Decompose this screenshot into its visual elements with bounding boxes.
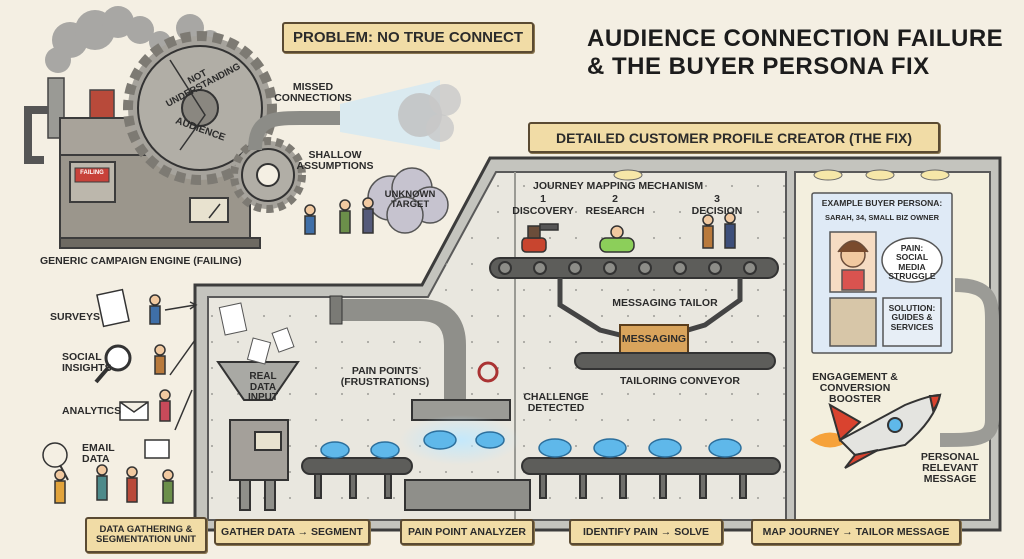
real-data-input-label: REAL DATA INPUT	[248, 371, 278, 403]
ceiling-lights	[613, 169, 950, 181]
unknown-target-label: UNKNOWN TARGET	[384, 189, 436, 210]
bottom-banner-map-tailor: MAP JOURNEY → TAILOR MESSAGE	[751, 519, 961, 545]
problem-banner: PROBLEM: NO TRUE CONNECT	[282, 22, 534, 53]
main-title: AUDIENCE CONNECTION FAILURE & THE BUYER …	[587, 25, 1003, 82]
messaging-box	[619, 324, 689, 356]
stage-1-number: 1	[540, 193, 546, 205]
data-funnel	[216, 361, 300, 511]
missed-connections-label: MISSED CONNECTIONS	[274, 81, 352, 105]
tailoring-conveyor-belt	[574, 352, 776, 370]
output-pipe	[939, 278, 999, 447]
unknown-target-cloud	[367, 167, 449, 234]
engine-plate: FAILING	[80, 170, 104, 176]
tailoring-conveyor-label: TAILORING CONVEYOR	[620, 375, 740, 387]
challenge-detected-label: CHALLENGE DETECTED	[523, 391, 589, 415]
messaging-tailor-arms	[557, 278, 743, 338]
pain-point-analyzer-machine	[404, 399, 531, 511]
messaging-tailor-label: MESSAGING TAILOR	[612, 297, 718, 309]
data-source-people	[42, 288, 171, 481]
analyzer-glow	[400, 415, 520, 465]
data-drops	[320, 430, 742, 459]
factory-building	[193, 156, 1002, 532]
persona-solution: SOLUTION: GUIDES & SERVICES	[888, 303, 936, 332]
bottom-banner-pain-analyzer: PAIN POINT ANALYZER	[400, 519, 534, 545]
leaking-pipe	[248, 80, 461, 151]
journey-title: JOURNEY MAPPING MECHANISM	[533, 180, 704, 192]
stage-3-label: DECISION	[691, 205, 743, 217]
data-people-crowd	[54, 464, 174, 504]
title-line-2: & THE BUYER PERSONA FIX	[587, 53, 930, 81]
stage-2-label: RESEARCH	[585, 205, 645, 217]
bottom-banner-data-gathering: DATA GATHERING & SEGMENTATION UNIT	[85, 517, 207, 553]
source-email-data: EMAIL DATA	[82, 442, 115, 466]
title-line-1: AUDIENCE CONNECTION FAILURE	[587, 25, 1004, 52]
stage-3-number: 3	[714, 193, 720, 205]
personal-message-label: PERSONAL RELEVANT MESSAGE	[920, 451, 980, 486]
lower-conveyors	[301, 457, 781, 499]
source-arrows	[164, 301, 198, 431]
engine-label: GENERIC CAMPAIGN ENGINE (FAILING)	[40, 255, 242, 267]
stage-1-label: DISCOVERY	[512, 205, 574, 217]
fix-banner: DETAILED CUSTOMER PROFILE CREATOR (THE F…	[528, 122, 940, 153]
source-analytics: ANALYTICS	[62, 405, 122, 417]
bottom-banner-identify-solve: IDENTIFY PAIN → SOLVE	[569, 519, 723, 545]
source-surveys: SURVEYS	[50, 311, 100, 323]
journey-figures	[521, 212, 736, 253]
engagement-booster-label: ENGAGEMENT & CONVERSION BOOSTER	[812, 371, 898, 406]
persona-header: EXAMPLE BUYER PERSONA:	[821, 198, 943, 208]
persona-pain: PAIN: SOCIAL MEDIA STRUGGLE	[888, 243, 936, 282]
pain-point-pipe	[329, 295, 499, 400]
journey-conveyor	[489, 257, 779, 279]
stage-2-number: 2	[612, 193, 618, 205]
pain-points-label: PAIN POINTS (FRUSTRATIONS)	[340, 365, 430, 389]
bottom-banner-gather-segment: GATHER DATA → SEGMENT	[214, 519, 370, 545]
flying-documents	[218, 302, 295, 365]
persona-card	[811, 192, 953, 354]
rocket	[810, 393, 942, 469]
source-social-insights: SOCIAL INSIGHTS	[62, 351, 112, 375]
persona-name: SARAH, 34, SMALL BIZ OWNER	[824, 213, 940, 222]
confused-people	[304, 197, 374, 235]
messaging-box-label: MESSAGING	[621, 333, 687, 345]
shallow-assumptions-label: SHALLOW ASSUMPTIONS	[296, 149, 374, 173]
broken-gears	[123, 31, 306, 213]
